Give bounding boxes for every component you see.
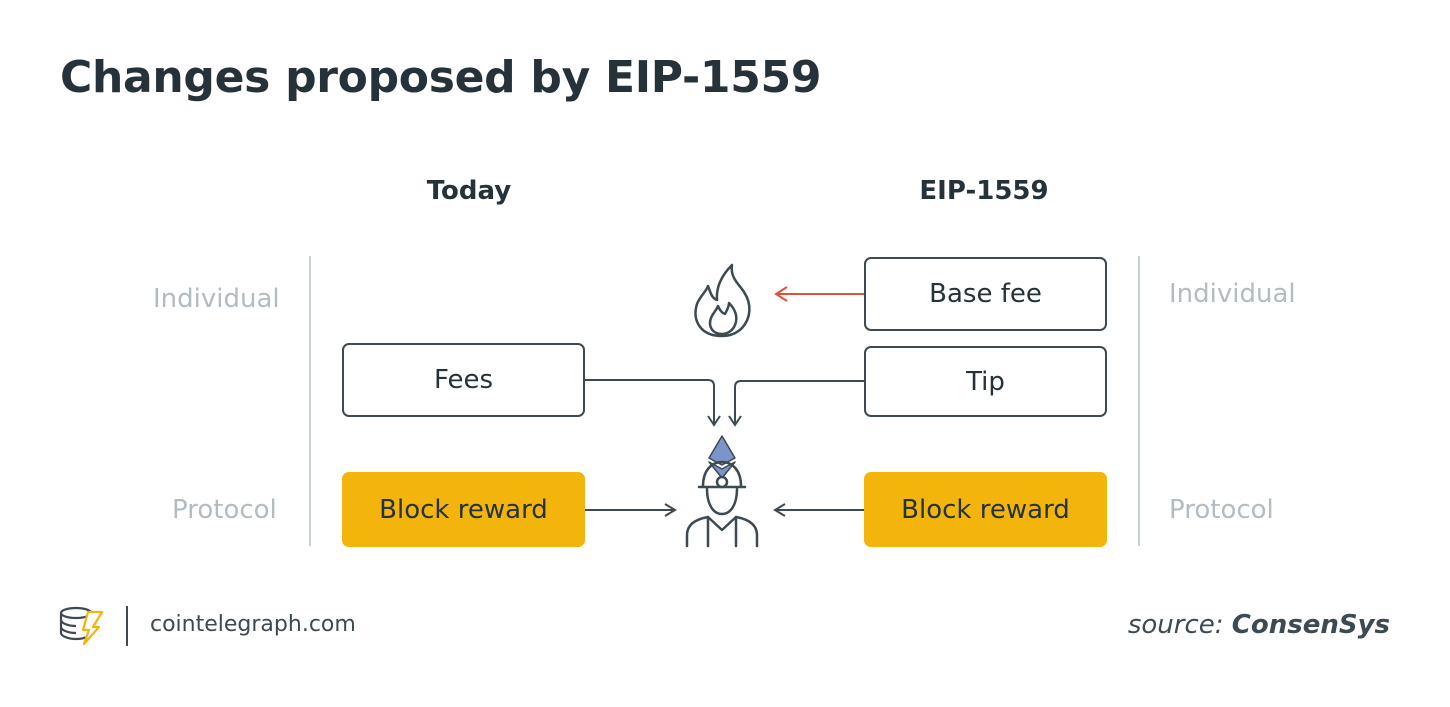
fire-icon bbox=[694, 263, 751, 338]
row-label-protocol-left: Protocol bbox=[172, 495, 277, 525]
eip-tip-label: Tip bbox=[966, 366, 1005, 397]
row-label-protocol-right: Protocol bbox=[1169, 495, 1274, 525]
row-label-individual-right: Individual bbox=[1169, 279, 1296, 309]
footer-divider bbox=[126, 606, 128, 646]
eip-block-reward-box: Block reward bbox=[864, 472, 1107, 547]
ethereum-icon bbox=[708, 435, 736, 479]
miner-icon bbox=[685, 435, 759, 548]
today-block-reward-box: Block reward bbox=[342, 472, 585, 547]
footer-site-link[interactable]: cointelegraph.com bbox=[150, 612, 356, 637]
today-fees-label: Fees bbox=[433, 365, 494, 395]
cointelegraph-logo-icon bbox=[59, 606, 104, 646]
eip-base-fee-label: Base fee bbox=[929, 279, 1042, 309]
tip-to-miner-arrow bbox=[728, 380, 864, 427]
eip-block-reward-label: Block reward bbox=[901, 494, 1070, 525]
eip-tip-box: Tip bbox=[864, 346, 1107, 417]
column-header-eip1559: EIP-1559 bbox=[919, 176, 1049, 206]
source-name: ConsenSys bbox=[1231, 610, 1390, 640]
page-title: Changes proposed by EIP-1559 bbox=[60, 52, 822, 103]
eip-reward-arrow bbox=[773, 503, 864, 517]
source-credit: source: ConsenSys bbox=[1128, 610, 1390, 640]
today-reward-arrow bbox=[585, 503, 677, 517]
left-divider bbox=[309, 256, 311, 546]
right-divider bbox=[1138, 256, 1140, 546]
column-header-today: Today bbox=[426, 176, 512, 206]
burn-arrow bbox=[774, 286, 864, 302]
fees-to-miner-arrow bbox=[585, 379, 721, 427]
today-fees-box: Fees bbox=[342, 343, 585, 417]
row-label-individual-left: Individual bbox=[153, 284, 280, 314]
today-block-reward-label: Block reward bbox=[379, 494, 548, 525]
source-prefix: source: bbox=[1127, 610, 1224, 640]
eip-base-fee-box: Base fee bbox=[864, 257, 1107, 331]
